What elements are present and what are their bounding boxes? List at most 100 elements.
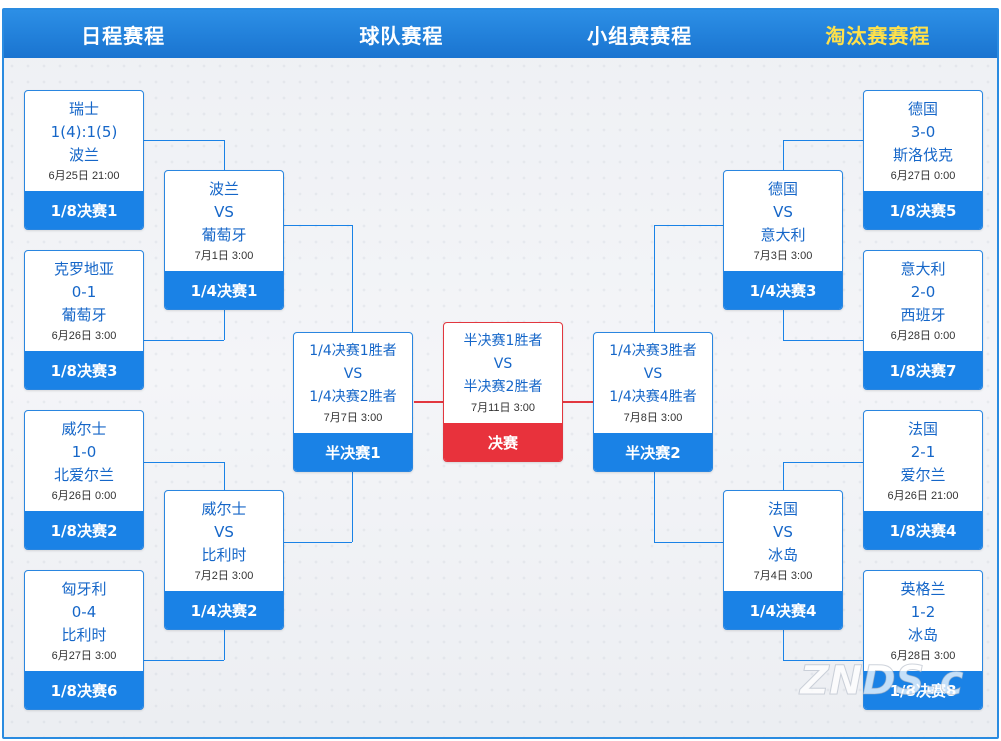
match-label: 决赛 bbox=[444, 423, 562, 461]
team-bottom: 爱尔兰 bbox=[900, 466, 946, 484]
team-bottom: 斯洛伐克 bbox=[892, 146, 953, 164]
match-card-final[interactable]: 半决赛1胜者 VS 半决赛2胜者 7月11日 3:00 决赛 bbox=[443, 322, 563, 462]
versus: VS bbox=[773, 523, 793, 541]
connector bbox=[284, 542, 352, 543]
team-top: 德国 bbox=[767, 180, 798, 198]
match-time: 7月4日 3:00 bbox=[753, 570, 813, 582]
connector bbox=[654, 472, 655, 542]
score: 1-2 bbox=[910, 603, 936, 621]
match-label: 1/8决赛8 bbox=[864, 671, 982, 709]
match-card-qf-1[interactable]: 波兰 VS 葡萄牙 7月1日 3:00 1/4决赛1 bbox=[164, 170, 284, 310]
match-time: 6月27日 3:00 bbox=[51, 650, 117, 662]
tab-team-schedule[interactable]: 球队赛程 bbox=[359, 23, 444, 48]
versus: VS bbox=[643, 366, 663, 382]
match-card-qf-3[interactable]: 德国 VS 意大利 7月3日 3:00 1/4决赛3 bbox=[723, 170, 843, 310]
match-label: 半决赛1 bbox=[294, 433, 412, 471]
team-top: 1/4决赛3胜者 bbox=[609, 343, 697, 359]
team-bottom: 葡萄牙 bbox=[201, 226, 247, 244]
connector bbox=[783, 660, 863, 661]
team-top: 波兰 bbox=[208, 180, 239, 198]
team-top: 瑞士 bbox=[68, 100, 99, 118]
connector bbox=[144, 140, 224, 141]
match-time: 7月8日 3:00 bbox=[623, 412, 683, 424]
match-time: 6月28日 0:00 bbox=[890, 330, 956, 342]
connector bbox=[144, 462, 224, 463]
match-time: 6月25日 21:00 bbox=[48, 170, 120, 182]
team-top: 英格兰 bbox=[900, 580, 946, 598]
match-card-r16-1[interactable]: 瑞士 1(4):1(5) 波兰 6月25日 21:00 1/8决赛1 bbox=[24, 90, 144, 230]
match-card-r16-4[interactable]: 法国 2-1 爱尔兰 6月26日 21:00 1/8决赛4 bbox=[863, 410, 983, 550]
match-time: 7月3日 3:00 bbox=[753, 250, 813, 262]
team-bottom: 冰岛 bbox=[767, 546, 798, 564]
connector bbox=[352, 472, 353, 542]
match-label: 1/8决赛7 bbox=[864, 351, 982, 389]
versus: VS bbox=[493, 356, 513, 372]
match-card-qf-4[interactable]: 法国 VS 冰岛 7月4日 3:00 1/4决赛4 bbox=[723, 490, 843, 630]
match-label: 1/8决赛4 bbox=[864, 511, 982, 549]
team-bottom: 北爱尔兰 bbox=[53, 466, 114, 484]
connector bbox=[654, 542, 723, 543]
connector bbox=[783, 340, 863, 341]
connector bbox=[654, 225, 655, 333]
versus: VS bbox=[214, 523, 234, 541]
versus: VS bbox=[214, 203, 234, 221]
match-label: 半决赛2 bbox=[594, 433, 712, 471]
nav-bar: 日程赛程 球队赛程 小组赛赛程 淘汰赛赛程 bbox=[4, 10, 997, 58]
connector bbox=[563, 401, 593, 403]
match-card-r16-7[interactable]: 意大利 2-0 西班牙 6月28日 0:00 1/8决赛7 bbox=[863, 250, 983, 390]
team-bottom: 比利时 bbox=[201, 546, 247, 564]
connector bbox=[654, 225, 723, 226]
match-time: 7月7日 3:00 bbox=[323, 412, 383, 424]
score: 1(4):1(5) bbox=[50, 123, 118, 141]
match-label: 1/4决赛2 bbox=[165, 591, 283, 629]
match-label: 1/8决赛5 bbox=[864, 191, 982, 229]
team-top: 半决赛1胜者 bbox=[463, 333, 543, 349]
bracket-panel: 日程赛程 球队赛程 小组赛赛程 淘汰赛赛程 bbox=[2, 8, 999, 739]
team-top: 德国 bbox=[907, 100, 938, 118]
connector bbox=[783, 140, 784, 170]
match-card-r16-6[interactable]: 匈牙利 0-4 比利时 6月27日 3:00 1/8决赛6 bbox=[24, 570, 144, 710]
team-top: 1/4决赛1胜者 bbox=[309, 343, 397, 359]
match-card-sf-2[interactable]: 1/4决赛3胜者 VS 1/4决赛4胜者 7月8日 3:00 半决赛2 bbox=[593, 332, 713, 472]
team-bottom: 波兰 bbox=[68, 146, 99, 164]
match-label: 1/4决赛1 bbox=[165, 271, 283, 309]
match-card-r16-3[interactable]: 克罗地亚 0-1 葡萄牙 6月26日 3:00 1/8决赛3 bbox=[24, 250, 144, 390]
connector bbox=[783, 310, 784, 340]
versus: VS bbox=[773, 203, 793, 221]
team-bottom: 半决赛2胜者 bbox=[463, 379, 543, 395]
match-time: 7月2日 3:00 bbox=[194, 570, 254, 582]
versus: VS bbox=[343, 366, 363, 382]
connector bbox=[284, 225, 352, 226]
match-card-r16-8[interactable]: 英格兰 1-2 冰岛 6月28日 3:00 1/8决赛8 bbox=[863, 570, 983, 710]
match-time: 6月27日 0:00 bbox=[890, 170, 956, 182]
team-bottom: 1/4决赛2胜者 bbox=[309, 389, 397, 405]
connector bbox=[224, 310, 225, 340]
match-card-qf-2[interactable]: 威尔士 VS 比利时 7月2日 3:00 1/4决赛2 bbox=[164, 490, 284, 630]
match-label: 1/4决赛3 bbox=[724, 271, 842, 309]
score: 0-4 bbox=[71, 603, 97, 621]
match-label: 1/8决赛2 bbox=[25, 511, 143, 549]
score: 2-0 bbox=[910, 283, 936, 301]
match-time: 7月1日 3:00 bbox=[194, 250, 254, 262]
tab-schedule[interactable]: 日程赛程 bbox=[81, 23, 166, 48]
team-bottom: 比利时 bbox=[61, 626, 107, 644]
match-time: 7月11日 3:00 bbox=[470, 402, 535, 414]
tab-knockout-schedule[interactable]: 淘汰赛赛程 bbox=[825, 23, 931, 48]
connector bbox=[414, 401, 443, 403]
score: 0-1 bbox=[71, 283, 97, 301]
match-time: 6月28日 3:00 bbox=[890, 650, 956, 662]
score: 1-0 bbox=[71, 443, 97, 461]
team-top: 匈牙利 bbox=[61, 580, 107, 598]
match-label: 1/4决赛4 bbox=[724, 591, 842, 629]
tab-group-schedule[interactable]: 小组赛赛程 bbox=[587, 23, 693, 48]
match-label: 1/8决赛6 bbox=[25, 671, 143, 709]
match-card-sf-1[interactable]: 1/4决赛1胜者 VS 1/4决赛2胜者 7月7日 3:00 半决赛1 bbox=[293, 332, 413, 472]
team-bottom: 意大利 bbox=[760, 226, 806, 244]
match-card-r16-5[interactable]: 德国 3-0 斯洛伐克 6月27日 0:00 1/8决赛5 bbox=[863, 90, 983, 230]
connector bbox=[783, 462, 784, 490]
match-card-r16-2[interactable]: 威尔士 1-0 北爱尔兰 6月26日 0:00 1/8决赛2 bbox=[24, 410, 144, 550]
connector bbox=[783, 630, 784, 660]
team-bottom: 葡萄牙 bbox=[61, 306, 107, 324]
connector bbox=[224, 630, 225, 660]
